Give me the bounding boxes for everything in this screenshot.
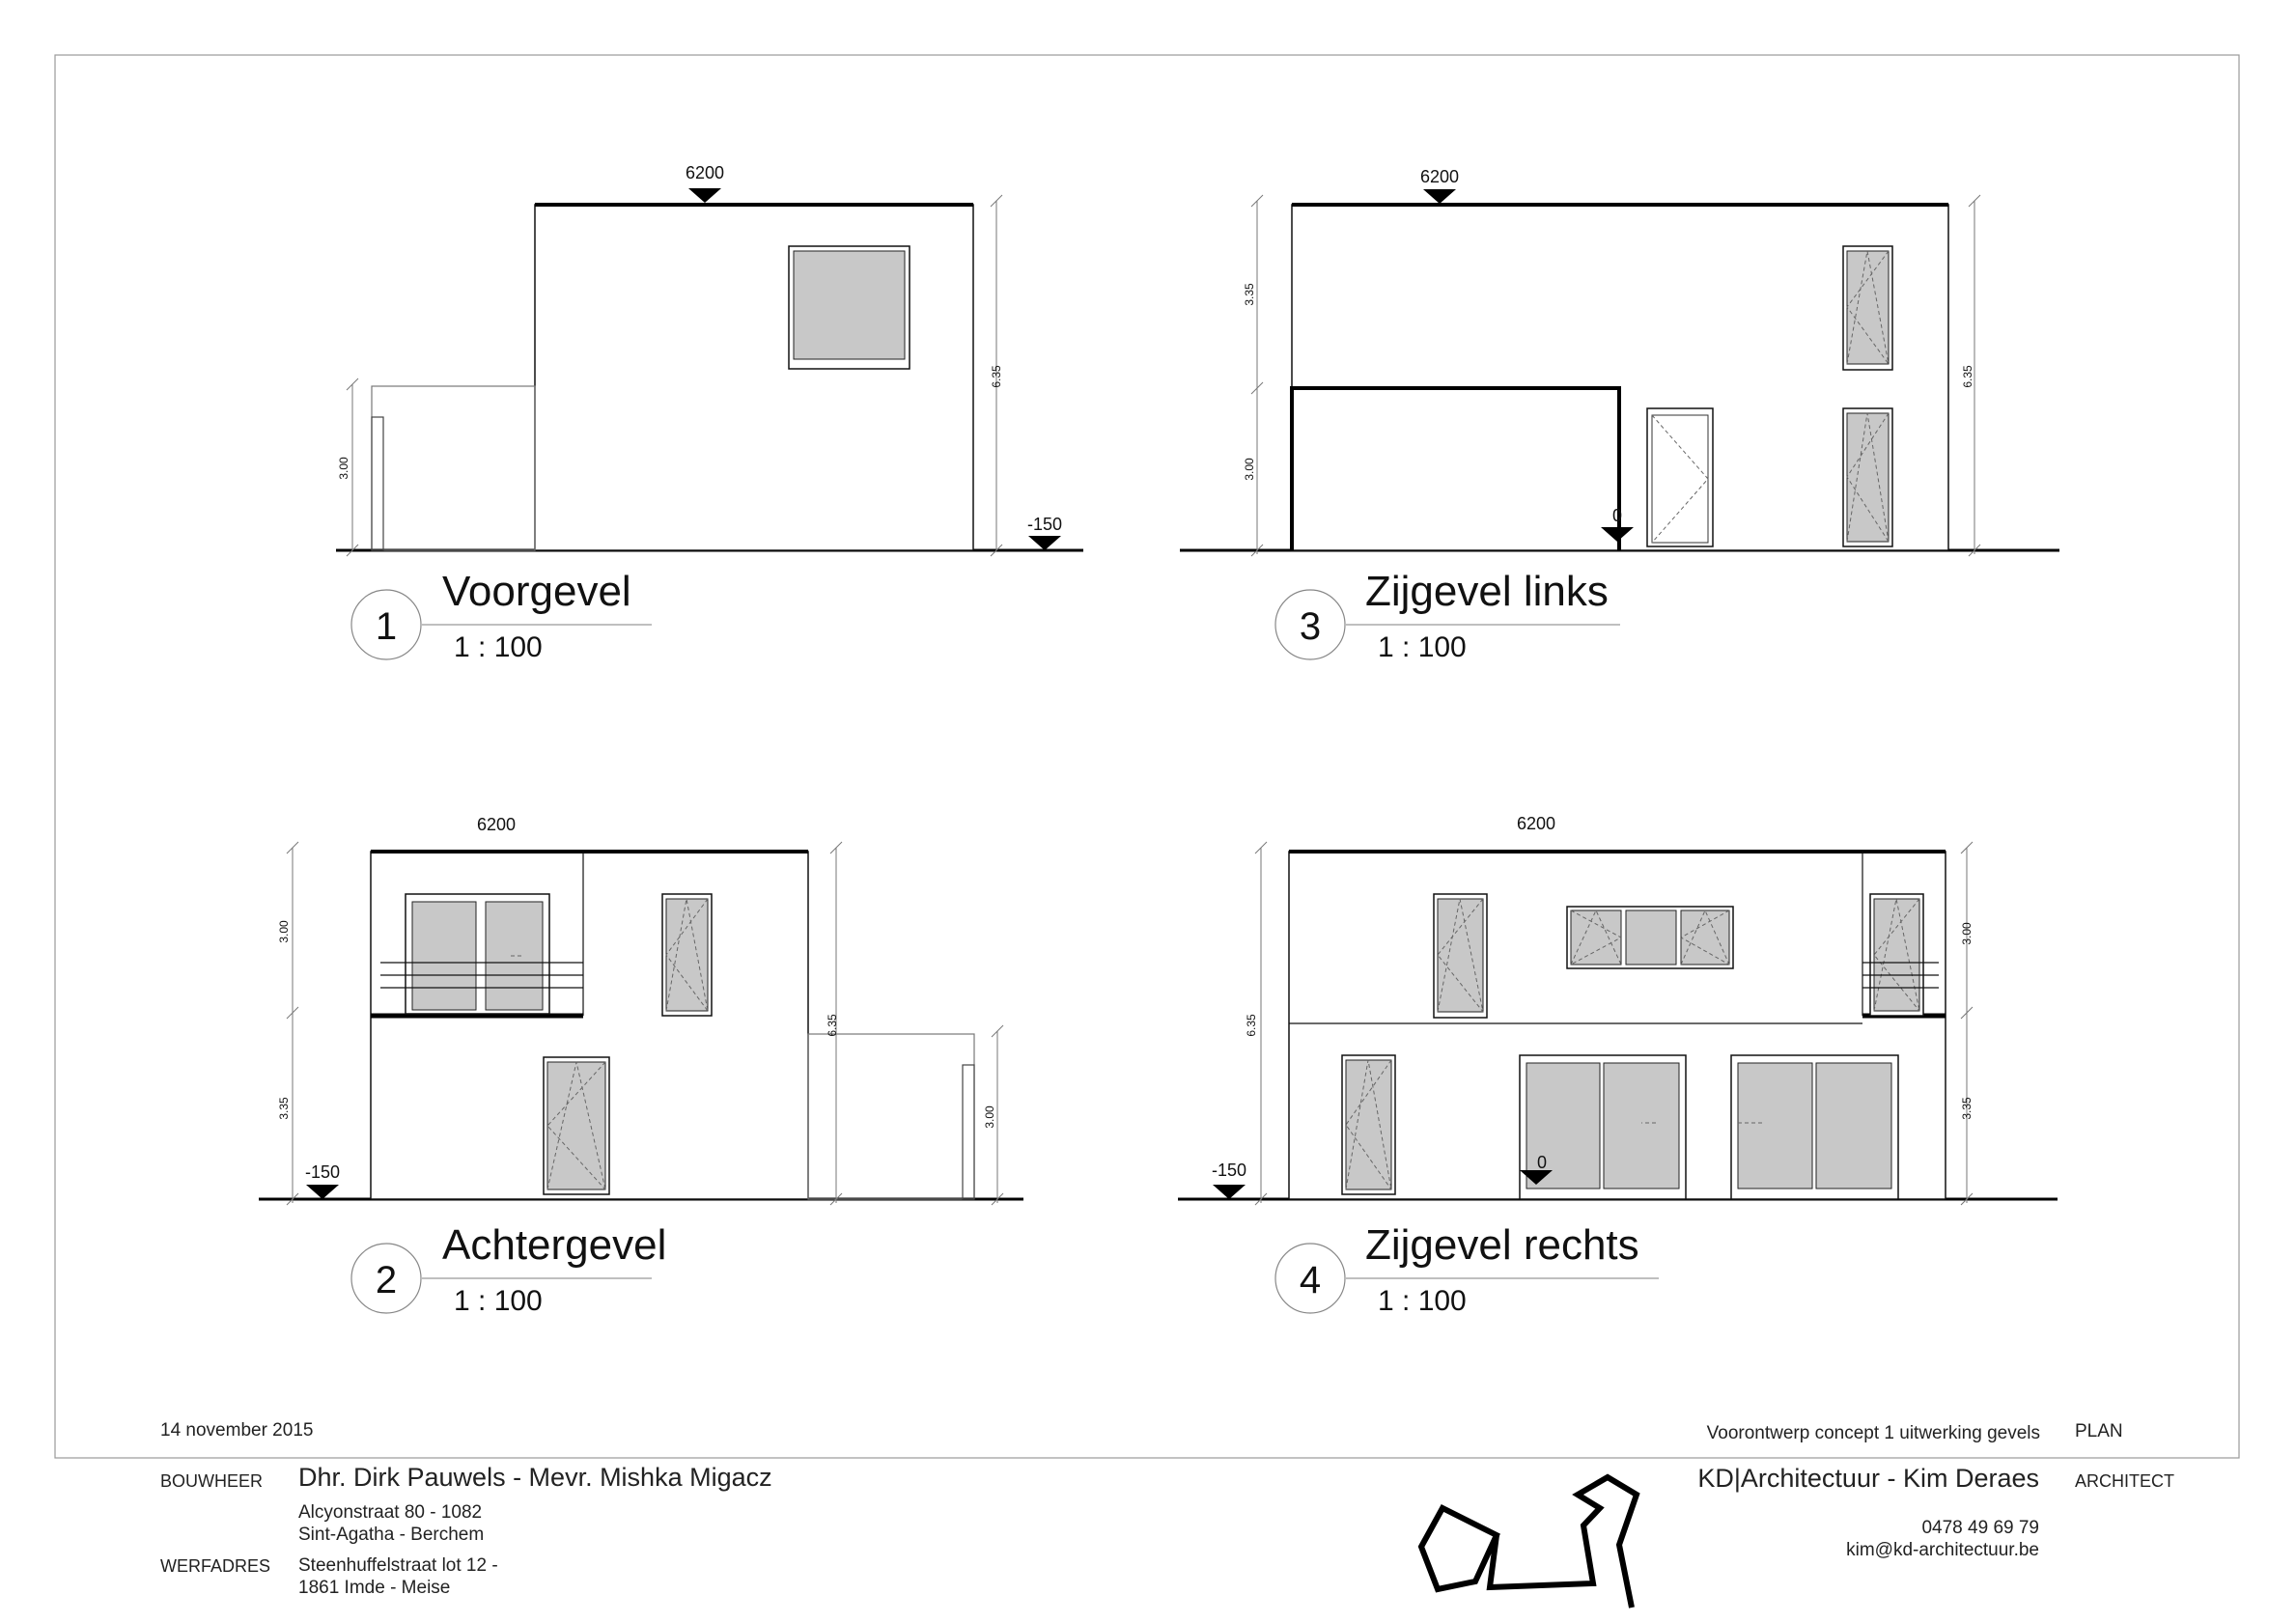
client-address-2: Sint-Agatha - Berchem [298, 1525, 485, 1545]
client-address-1: Alcyonstraat 80 - 1082 [298, 1502, 483, 1523]
level-marker-icon [1213, 1185, 1246, 1199]
elevation-number-circle [350, 1243, 422, 1314]
architect-email: kim@kd-architectuur.be [1846, 1540, 2039, 1560]
kd-architectuur-logo [1417, 1473, 1640, 1609]
project-title: Voorontwerp concept 1 uitwerking gevels [1706, 1423, 2040, 1443]
sheet-border [54, 54, 2240, 1459]
architect-label: ARCHITECT [2075, 1471, 2174, 1491]
height-label: 3.35 [277, 1097, 291, 1120]
client-label: BOUWHEER [160, 1471, 264, 1491]
carport-column [371, 416, 384, 551]
elevation-scale: 1 : 100 [454, 1285, 543, 1317]
elevation-title: Zijgevel links [1365, 568, 1609, 615]
elevation-voorgevel [336, 188, 1083, 660]
elevation-scale: 1 : 100 [1378, 631, 1467, 663]
elevation-number: 3 [1300, 605, 1321, 648]
height-label: 3.35 [1243, 283, 1256, 306]
height-label: 6.35 [826, 1014, 839, 1037]
height-label: 6.35 [1961, 365, 1974, 388]
elevation-title: Zijgevel rechts [1365, 1221, 1639, 1269]
elevation-achtergevel [259, 841, 1023, 1314]
elevation-scale: 1 : 100 [454, 631, 543, 663]
width-marker-icon [688, 188, 721, 203]
elevation-title: Voorgevel [442, 568, 631, 615]
elevation-number: 1 [376, 605, 397, 648]
window-glass [793, 250, 906, 360]
level-marker-icon [306, 1185, 339, 1199]
level-marker-icon-floor [1520, 1170, 1553, 1185]
level-label-floor: 0 [1537, 1153, 1547, 1172]
carport-column [962, 1064, 975, 1200]
carport-outline [807, 1033, 975, 1200]
carport-outline [371, 385, 536, 551]
elevation-zijgevel-rechts [1178, 841, 2058, 1314]
height-label: 3.00 [1960, 922, 1974, 945]
height-label: 3.00 [983, 1105, 996, 1129]
elevation-title: Achtergevel [442, 1221, 666, 1269]
height-label: 6.35 [1245, 1014, 1258, 1037]
height-label: 3.00 [1243, 458, 1256, 481]
site-label: WERFADRES [160, 1556, 271, 1576]
height-label: 3.00 [337, 457, 350, 480]
height-label: 6.35 [990, 365, 1003, 388]
plan-label: PLAN [2075, 1421, 2123, 1441]
elevation-scale: 1 : 100 [1378, 1285, 1467, 1317]
elevation-zijgevel-links [1180, 189, 2059, 660]
site-address-1: Steenhuffelstraat lot 12 - [298, 1555, 498, 1576]
carport-outline [1290, 386, 1621, 550]
architect-name: KD|Architectuur - Kim Deraes [1697, 1464, 2039, 1493]
site-address-2: 1861 Imde - Meise [298, 1578, 451, 1598]
architect-phone: 0478 49 69 79 [1921, 1518, 2039, 1538]
elevation-number-circle [350, 589, 422, 660]
level-label: 0 [1612, 506, 1622, 525]
width-marker-icon [1423, 189, 1456, 204]
elevation-number-circle [1274, 589, 1346, 660]
width-label: 6200 [1517, 814, 1555, 833]
client-name: Dhr. Dirk Pauwels - Mevr. Mishka Migacz [298, 1463, 772, 1492]
level-label: -150 [305, 1162, 340, 1182]
width-label: 6200 [477, 815, 516, 834]
height-label: 3.00 [277, 920, 291, 943]
elevation-number: 2 [376, 1259, 397, 1301]
drawing-date: 14 november 2015 [160, 1420, 314, 1441]
level-marker-icon [1028, 536, 1061, 550]
width-label: 6200 [1420, 167, 1459, 186]
level-marker-icon [1601, 527, 1634, 542]
level-label: -150 [1212, 1161, 1246, 1180]
elevation-number-circle [1274, 1243, 1346, 1314]
level-label: -150 [1027, 515, 1062, 534]
width-label: 6200 [686, 163, 724, 182]
height-label: 3.35 [1960, 1097, 1974, 1120]
elevation-number: 4 [1300, 1259, 1321, 1301]
